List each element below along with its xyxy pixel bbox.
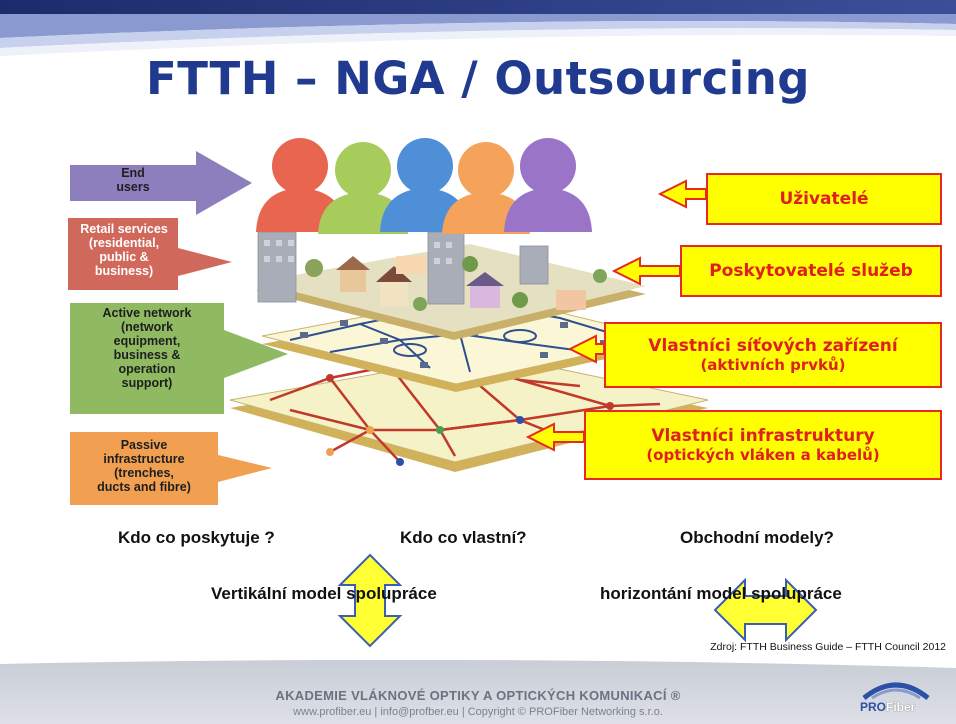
footer-band	[0, 658, 956, 724]
layer-arrow-passive	[70, 432, 272, 505]
city-layer	[256, 231, 646, 340]
role-box-infrastructure-owners: Vlastníci infrastruktury (optických vlák…	[584, 410, 942, 480]
slide-title: FTTH – NGA / Outsourcing	[146, 52, 810, 105]
role-arrow-1	[657, 179, 707, 209]
profiber-logo-icon	[862, 682, 930, 700]
question-business-models: Obchodní modely?	[680, 528, 834, 547]
top-decoration	[0, 0, 956, 56]
horizontal-model-arrow-icon	[713, 577, 818, 643]
horizontal-model-label: horizontání model spolupráce	[600, 584, 842, 603]
vertical-model-label: Vertikální model spolupráce	[211, 584, 437, 603]
vertical-model-arrow-icon	[337, 553, 403, 648]
role-box-equipment-owners: Vlastníci síťových zařízení (aktivních p…	[604, 322, 942, 388]
ftth-layers-illustration	[68, 138, 818, 648]
layer-arrow-retail	[68, 218, 232, 290]
role-arrow-2	[611, 256, 681, 286]
footer-academy-title: AKADEMIE VLÁKNOVÉ OPTIKY A OPTICKÝCH KOM…	[275, 688, 681, 703]
footer-swoosh	[0, 658, 956, 668]
footer-contact-line: www.profiber.eu | info@profber.eu | Copy…	[293, 706, 663, 718]
question-who-owns: Kdo co vlastní?	[400, 528, 527, 547]
layer-label-retail: Retail services(residential,public &busi…	[80, 222, 168, 278]
source-citation: Zdroj: FTTH Business Guide – FTTH Counci…	[710, 641, 946, 653]
question-who-provides: Kdo co poskytuje ?	[118, 528, 275, 547]
role-box-users: Uživatelé	[706, 173, 942, 225]
people-group	[256, 138, 592, 234]
layer-arrow-active	[70, 303, 288, 414]
role-box-service-providers: Poskytovatelé služeb	[680, 245, 942, 297]
person-purple	[504, 138, 592, 232]
profiber-logo-text: PROFiber	[860, 700, 916, 714]
layer-arrow-end-users	[70, 151, 252, 215]
